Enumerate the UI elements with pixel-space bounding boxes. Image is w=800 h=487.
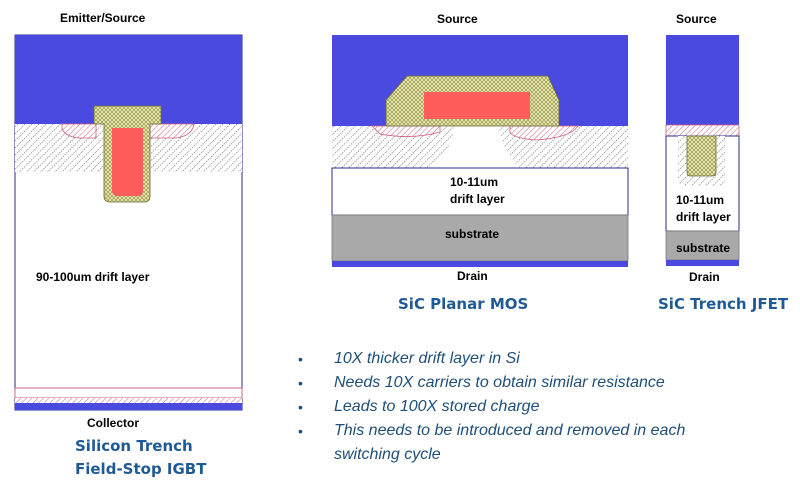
mos-drain-label: Drain xyxy=(457,269,488,283)
bullet-item: • This needs to be introduced and removed… xyxy=(298,419,694,467)
mos-drift-label-line2: drift layer xyxy=(450,192,505,206)
igbt-cross-section xyxy=(14,34,243,411)
mos-substrate xyxy=(331,214,629,262)
mos-n-plus-right xyxy=(509,125,579,141)
bullet-text: Leads to 100X stored charge xyxy=(334,398,540,415)
bullet-marker: • xyxy=(298,399,303,415)
mos-drain-metal xyxy=(332,261,628,267)
bullet-item: • 10X thicker drift layer in Si xyxy=(298,347,778,371)
igbt-caption-line2: Field-Stop IGBT xyxy=(75,460,207,478)
jfet-cross-section xyxy=(665,35,740,266)
mos-gate-poly xyxy=(424,92,530,119)
mos-source-label: Source xyxy=(437,12,478,26)
bullet-text: This needs to be introduced and removed … xyxy=(334,422,686,463)
jfet-drain-label: Drain xyxy=(689,270,720,284)
bullet-text: 10X thicker drift layer in Si xyxy=(334,350,520,367)
igbt-collector-metal xyxy=(15,403,242,410)
jfet-caption: SiC Trench JFET xyxy=(658,295,789,313)
igbt-collector-layer xyxy=(15,398,242,403)
igbt-caption-line1: Silicon Trench xyxy=(75,437,193,455)
jfet-n-plus-source xyxy=(665,124,740,137)
jfet-source-label: Source xyxy=(676,12,717,26)
igbt-drift-layer-label: 90-100um drift layer xyxy=(36,270,150,284)
igbt-emitter-source-label: Emitter/Source xyxy=(60,11,146,25)
mos-jfet-region xyxy=(433,126,520,168)
igbt-trench-gate-poly xyxy=(112,128,143,196)
bullet-text: Needs 10X carriers to obtain similar res… xyxy=(334,374,665,391)
igbt-field-stop-layer xyxy=(14,387,243,399)
mos-drift-label-line1: 10-11um xyxy=(450,175,499,189)
bullet-marker: • xyxy=(298,375,303,391)
jfet-source-metal xyxy=(666,35,739,125)
bullet-item: • Needs 10X carriers to obtain similar re… xyxy=(298,371,778,395)
mos-cross-section xyxy=(331,35,629,267)
jfet-drift-label-line1: 10-11um xyxy=(676,193,725,207)
bullet-item: • Leads to 100X stored charge xyxy=(298,395,778,419)
igbt-collector-label: Collector xyxy=(87,416,140,430)
bullet-marker: • xyxy=(298,423,303,439)
bullet-marker: • xyxy=(298,351,303,367)
mos-caption: SiC Planar MOS xyxy=(398,295,529,313)
mos-drift-layer xyxy=(331,167,629,216)
jfet-substrate-label: substrate xyxy=(676,241,731,255)
jfet-drift-label-line2: drift layer xyxy=(676,210,731,224)
mos-n-plus-left xyxy=(371,125,441,137)
jfet-drain-metal xyxy=(666,260,739,266)
jfet-trench-gate xyxy=(686,135,717,177)
mos-substrate-label: substrate xyxy=(445,227,500,241)
jfet-substrate xyxy=(665,230,740,261)
igbt-n-plus-left xyxy=(61,123,97,139)
key-points-list: • 10X thicker drift layer in Si • Needs 10… xyxy=(298,347,778,467)
igbt-n-plus-right xyxy=(149,123,195,139)
